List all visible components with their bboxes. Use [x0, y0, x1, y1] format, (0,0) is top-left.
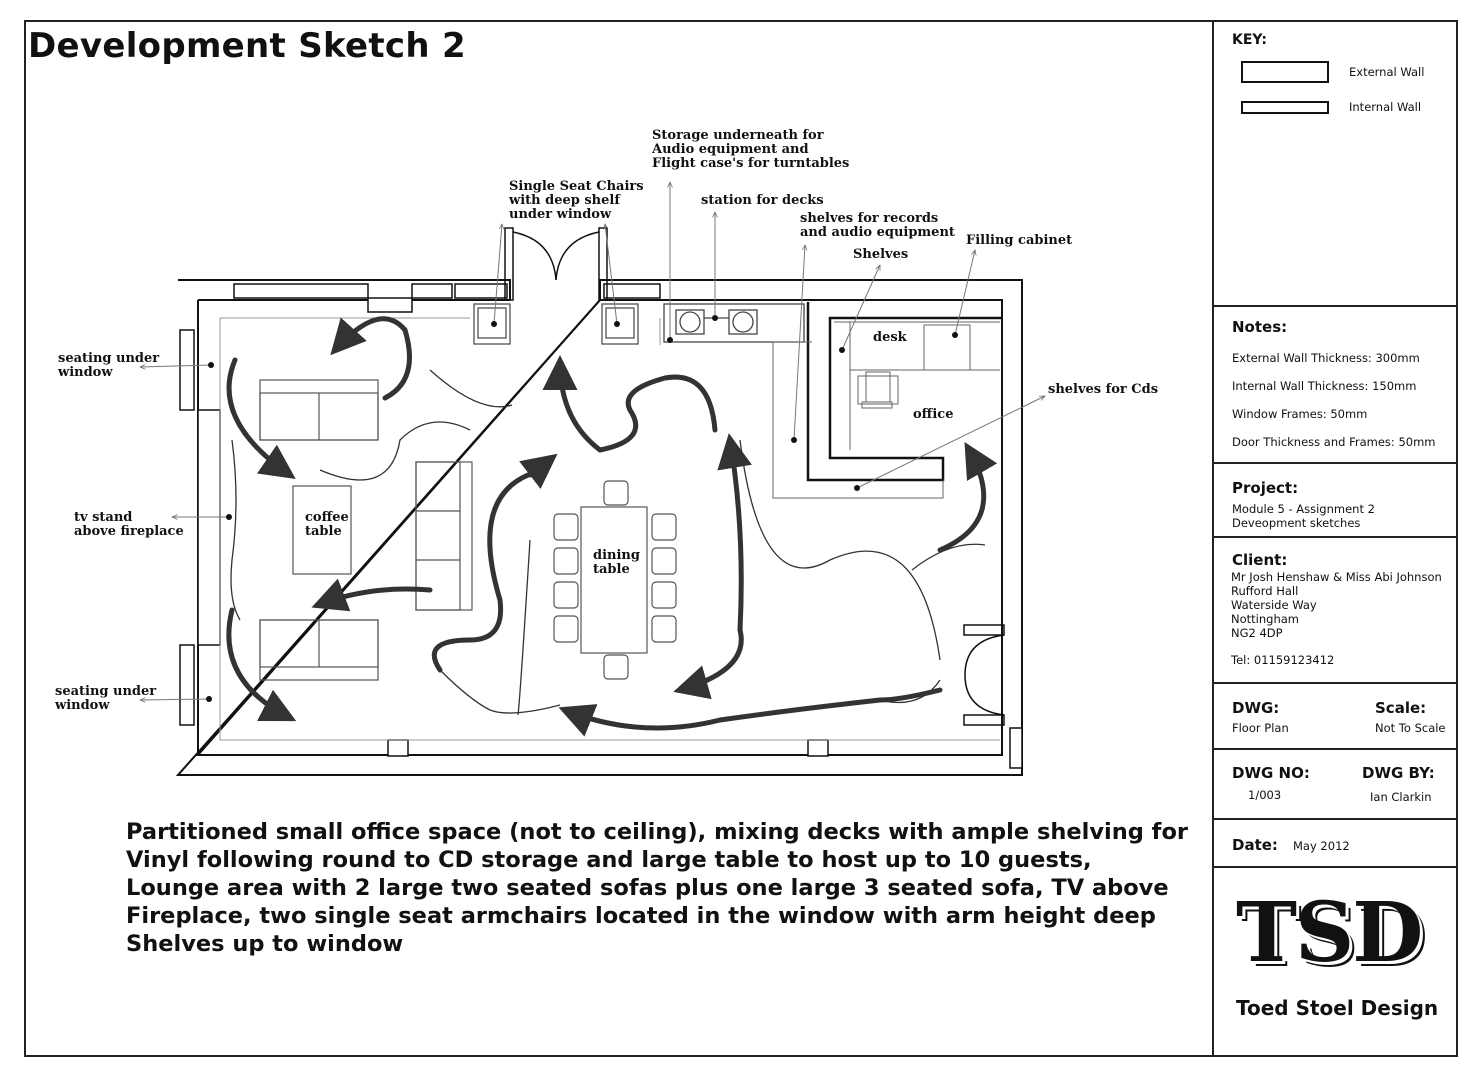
annotation-dots — [206, 315, 958, 702]
divider — [1212, 682, 1458, 684]
client-line: Rufford Hall — [1231, 584, 1299, 598]
client-name: Mr Josh Henshaw & Miss Abi Johnson — [1231, 570, 1442, 584]
drawing-sheet-border — [24, 20, 1458, 1057]
sofas — [259, 379, 473, 681]
window-top-left — [233, 283, 369, 299]
note-item: Internal Wall Thickness: 150mm — [1232, 379, 1417, 393]
window-chairs — [473, 303, 639, 345]
client-line: Waterside Way — [1231, 598, 1317, 612]
date-heading: Date: — [1232, 836, 1278, 854]
fireplace-wall — [197, 409, 221, 646]
label-desk: desk — [873, 330, 907, 345]
drawing-title: Development Sketch 2 — [28, 26, 466, 66]
annotation-leaders — [140, 182, 1045, 700]
divider — [1212, 818, 1458, 820]
circulation-guides — [230, 369, 986, 716]
notes-heading: Notes: — [1232, 318, 1288, 336]
scale-heading: Scale: — [1375, 699, 1427, 717]
office-furniture — [834, 321, 1000, 450]
key-external-wall-swatch — [1241, 61, 1329, 83]
tsd-logo: TSD — [1236, 885, 1423, 981]
scale-value: Not To Scale — [1375, 721, 1446, 735]
coffee-table — [292, 485, 352, 575]
divider — [1212, 305, 1458, 307]
project-line: Deveopment sketches — [1232, 516, 1361, 530]
dwg-no-value: 1/003 — [1248, 788, 1282, 802]
project-line: Module 5 - Assignment 2 — [1232, 502, 1375, 516]
divider — [1212, 748, 1458, 750]
dwg-by-value: Ian Clarkin — [1370, 790, 1432, 804]
flow-arrows — [226, 316, 998, 737]
key-internal-wall-swatch — [1241, 101, 1329, 114]
rear-double-door — [963, 624, 1005, 726]
note-item: External Wall Thickness: 300mm — [1232, 351, 1420, 365]
dwg-by-heading: DWG BY: — [1362, 764, 1435, 782]
label-station: station for decks — [701, 193, 824, 208]
dwg-value: Floor Plan — [1232, 721, 1289, 735]
dwg-heading: DWG: — [1232, 699, 1280, 717]
label-filling-cabinet: Filling cabinet — [966, 233, 1073, 248]
deck-station — [663, 303, 805, 343]
window-left-top — [179, 329, 195, 411]
client-heading: Client: — [1232, 551, 1288, 569]
client-line: Nottingham — [1231, 612, 1299, 626]
dwg-no-heading: DWG NO: — [1232, 764, 1310, 782]
dining-set — [553, 480, 677, 680]
window-left-bottom — [179, 644, 195, 726]
divider — [1212, 462, 1458, 464]
key-internal-wall: Internal Wall — [1349, 100, 1422, 114]
label-shelves-cds: shelves for Cds — [1048, 382, 1159, 397]
note-item: Door Thickness and Frames: 50mm — [1232, 435, 1436, 449]
client-tel: Tel: 01159123412 — [1231, 653, 1335, 667]
divider — [1212, 536, 1458, 538]
label-shelves: Shelves — [853, 247, 909, 262]
date-value: May 2012 — [1293, 839, 1350, 853]
label-office: office — [913, 407, 954, 422]
company-name: Toed Stoel Design — [1236, 996, 1439, 1020]
title-block-divider — [1212, 20, 1214, 1057]
client-line: NG2 4DP — [1231, 626, 1283, 640]
project-heading: Project: — [1232, 479, 1299, 497]
front-double-door — [504, 227, 608, 301]
office-partition — [806, 302, 1002, 482]
key-heading: KEY: — [1232, 32, 1267, 48]
note-item: Window Frames: 50mm — [1232, 407, 1368, 421]
key-external-wall: External Wall — [1349, 65, 1425, 79]
divider — [1212, 866, 1458, 868]
design-description: Partitioned small office space (not to c… — [126, 819, 1189, 957]
